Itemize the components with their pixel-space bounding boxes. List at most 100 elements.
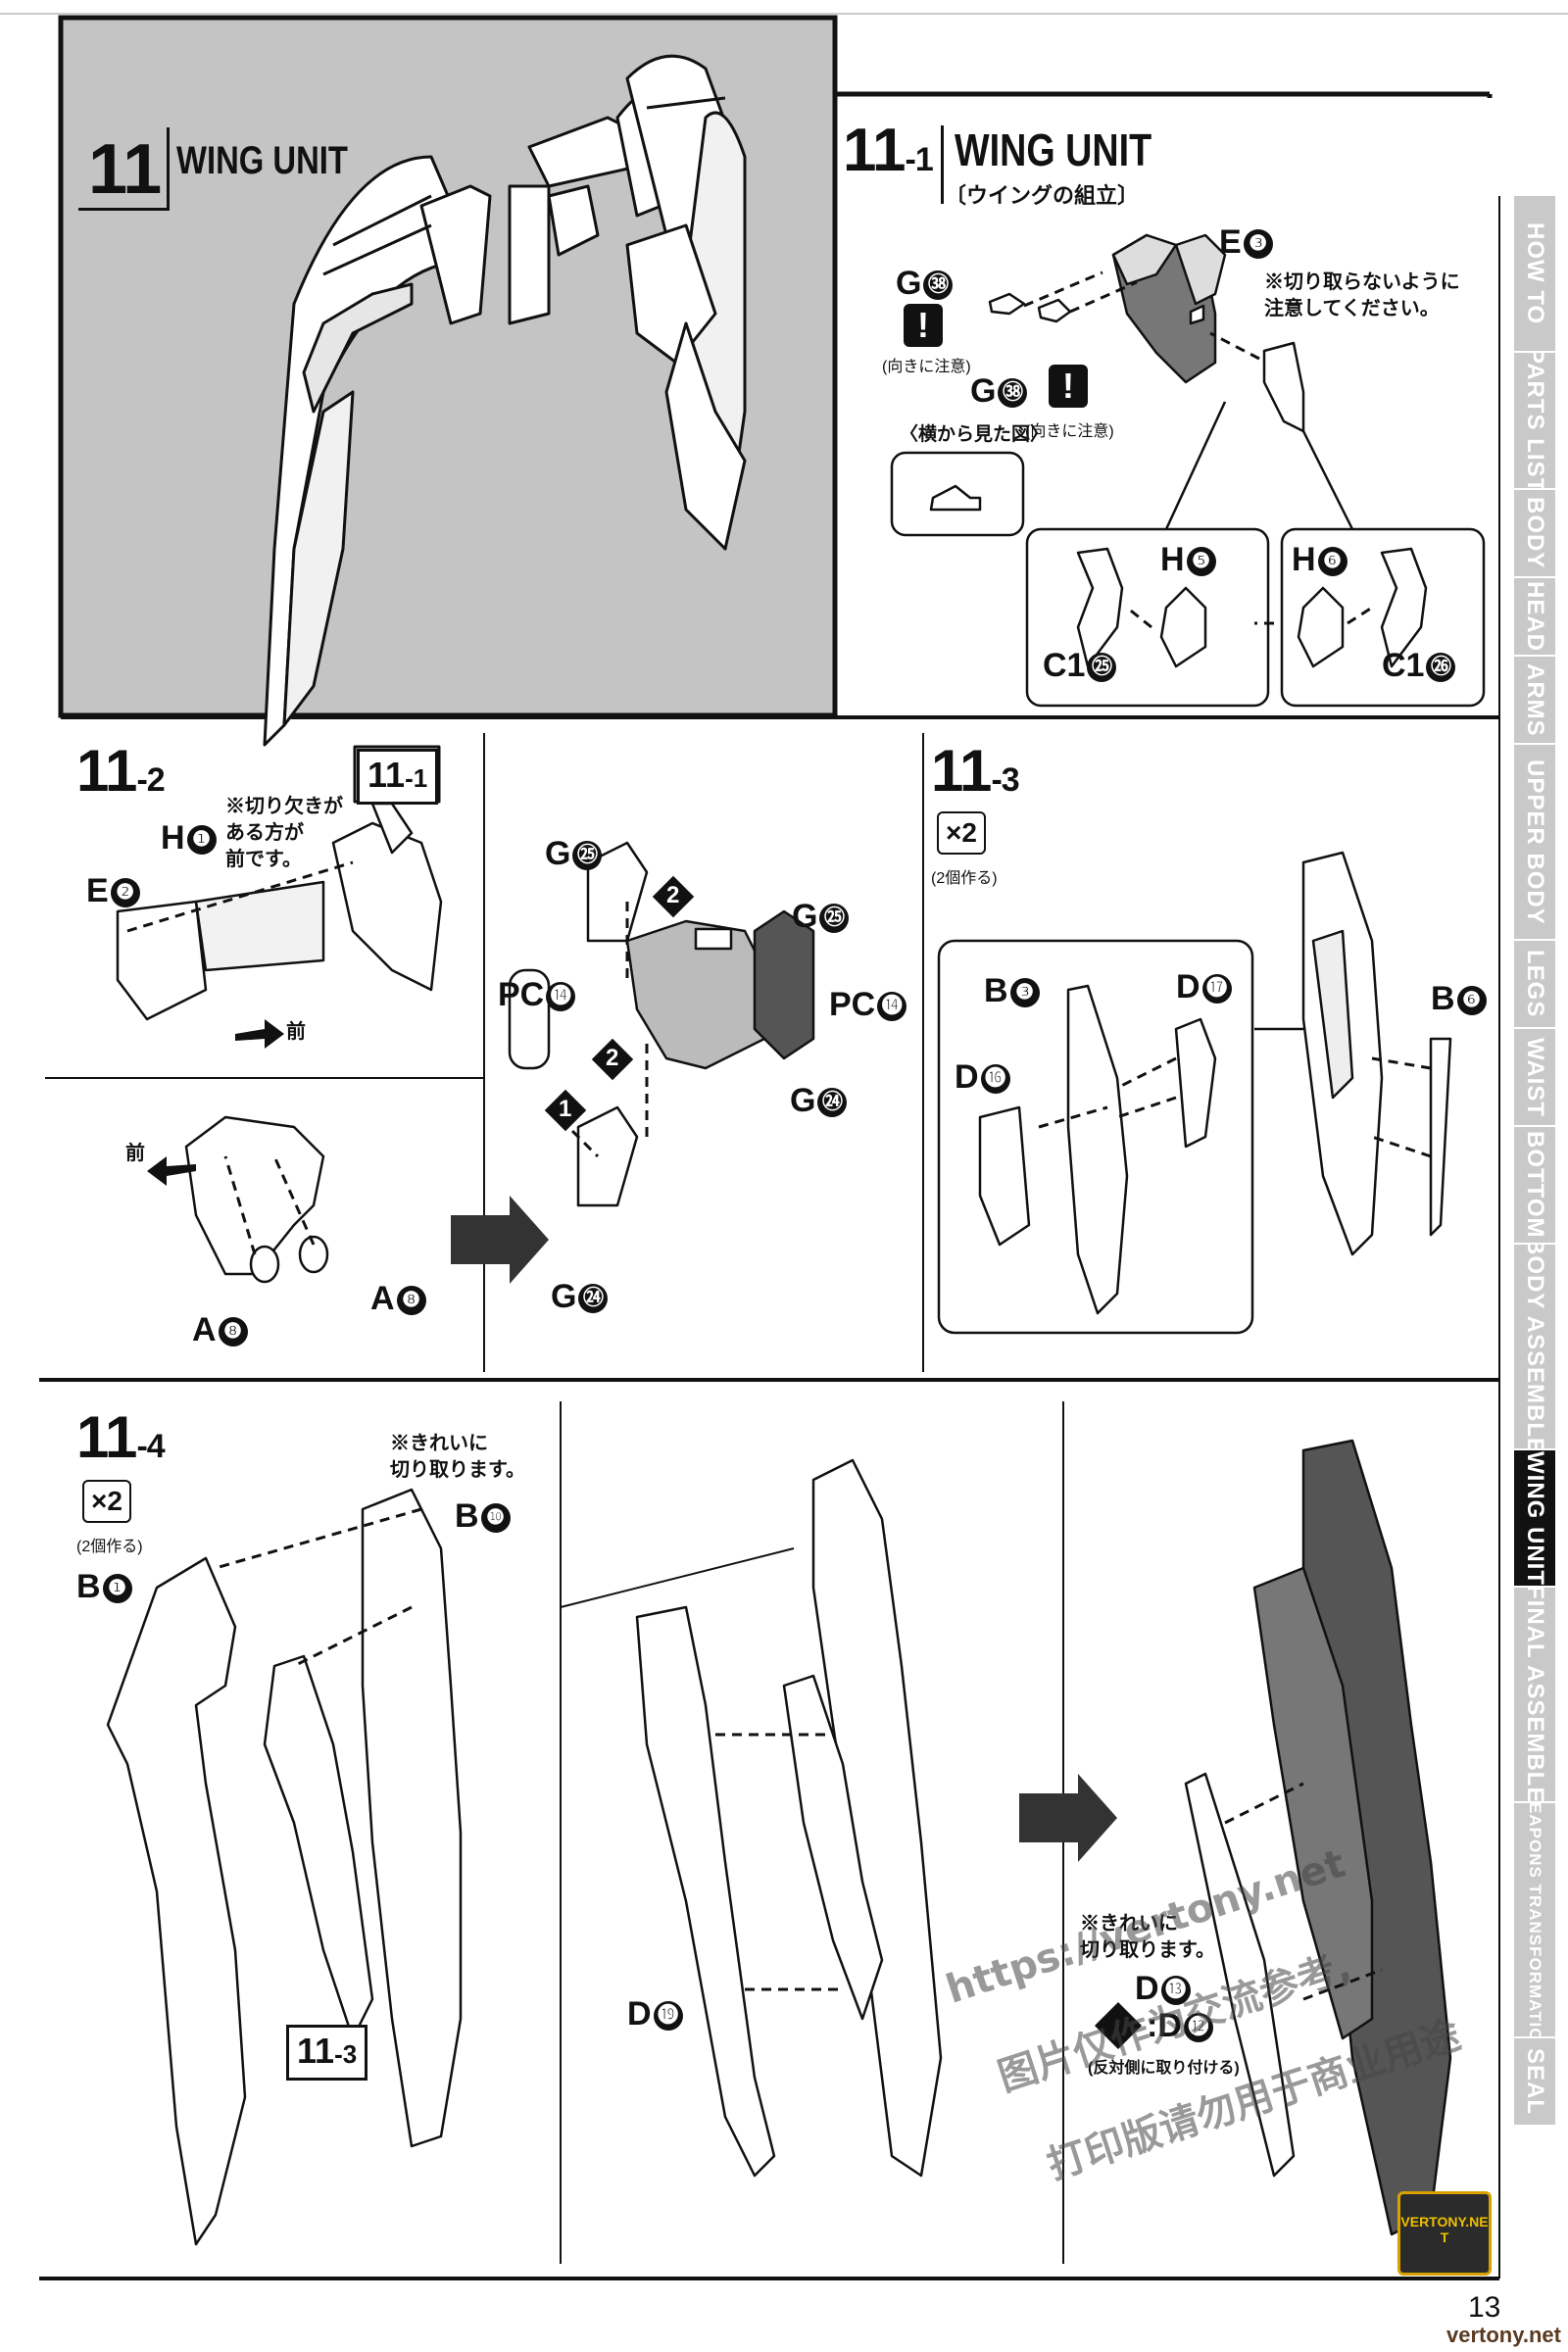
nav-tab-label: LEGS <box>1522 950 1548 1018</box>
page-number: 13 <box>1468 2291 1501 2324</box>
nav-tab-head[interactable]: HEAD <box>1514 578 1555 657</box>
step11-1-arrows <box>1023 270 1373 629</box>
caution-label-a: (向きに注意) <box>882 359 971 375</box>
nav-tab-body[interactable]: BODY <box>1514 490 1555 578</box>
order-marker-2a-text: 2 <box>666 882 680 908</box>
step11-1-num-suffix: -1 <box>905 141 934 178</box>
vertony-logo-text: VERTONY.NET <box>1400 2214 1489 2245</box>
multiplier-badge-11-4: ×2 <box>82 1480 131 1523</box>
side-view-label: 〈横から見た図〉 <box>900 424 1050 445</box>
step11-3-arrows <box>1038 1056 1432 1158</box>
front-label-a: 前 <box>286 1021 306 1043</box>
caution-icon-b: ! <box>1049 365 1088 408</box>
site-stamp: vertony.net <box>1446 2323 1561 2347</box>
nav-tab-label: WEAPONS TRANSFORMATION <box>1526 1803 1544 2038</box>
nav-tab-final-assemble[interactable]: FINAL ASSEMBLE <box>1514 1588 1555 1803</box>
make-two-label-11-3: (2個作る) <box>931 870 998 887</box>
nav-tab-upper-body[interactable]: UPPER BODY <box>1514 745 1555 941</box>
vertony-logo: VERTONY.NET <box>1397 2191 1492 2276</box>
step11-1-num-main: 11 <box>843 117 906 184</box>
nav-tab-waist[interactable]: WAIST <box>1514 1029 1555 1127</box>
nav-tab-label: BODY <box>1522 497 1548 569</box>
step11-title: WING UNIT <box>176 139 348 182</box>
step11-2-ref-box: 11-1 <box>357 749 439 805</box>
nav-tab-label: PARTS LIST <box>1522 353 1548 490</box>
step11-2-number: 11-2 <box>76 738 166 804</box>
step11-3-number: 11-3 <box>931 738 1020 804</box>
multiplier-badge-11-3: ×2 <box>937 811 986 855</box>
note-cut-cleanly: ※きれいに 切り取ります。 <box>390 1433 525 1481</box>
order-marker-2b-text: 2 <box>606 1045 619 1071</box>
nav-tab-label: SEAL <box>1522 2047 1548 2115</box>
note-notch-front: ※切り欠きが ある方が 前です。 <box>225 796 343 870</box>
step11-4-number: 11-4 <box>76 1404 166 1470</box>
nav-tab-label: WAIST <box>1522 1037 1548 1117</box>
big-arrow-11-2 <box>451 1196 549 1284</box>
wing-unit-illustration <box>263 54 747 747</box>
caution-label-b: (向きに注意) <box>1025 423 1114 440</box>
nav-tab-label: WING UNIT <box>1522 1450 1548 1586</box>
front-arrow-11-2b <box>147 1156 196 1186</box>
step11-2-illustration <box>116 745 815 1284</box>
front-arrow-11-2 <box>235 1019 284 1049</box>
step11-4-illustration <box>106 1439 1452 2246</box>
make-two-label-11-4: (2個作る) <box>76 1539 143 1555</box>
section-nav: HOW TO PARTS LIST BODY HEAD ARMS UPPER BODY LE… <box>1514 196 1555 2274</box>
nav-tab-label: HOW TO <box>1522 221 1548 325</box>
step11-1-title: WING UNIT <box>955 124 1152 175</box>
nav-tab-label: UPPER BODY <box>1522 759 1548 925</box>
nav-tab-label: ARMS <box>1522 662 1548 737</box>
nav-tab-parts-list[interactable]: PARTS LIST <box>1514 353 1555 490</box>
note-do-not-cut: ※切り取らないように 注意してください。 <box>1264 271 1460 319</box>
note-cut-cleanly-2: ※きれいに 切り取ります。 <box>1080 1913 1215 1961</box>
front-label-b: 前 <box>125 1143 145 1164</box>
nav-tab-wing-unit[interactable]: WING UNIT <box>1514 1450 1555 1588</box>
nav-tab-label: BOTTOM <box>1522 1131 1548 1239</box>
nav-tab-how-to[interactable]: HOW TO <box>1514 196 1555 353</box>
caution-icon-a: ! <box>904 304 943 347</box>
step11-number-block <box>78 127 170 211</box>
nav-tab-label: BODY ASSEMBLE <box>1522 1245 1548 1450</box>
step11-1-number: 11-1 <box>843 116 934 185</box>
nav-tab-label: FINAL ASSEMBLE <box>1522 1588 1548 1803</box>
nav-tab-arms[interactable]: ARMS <box>1514 657 1555 745</box>
step11-3-illustration <box>937 851 1452 1335</box>
step11-4-arrows <box>215 1507 1383 2001</box>
nav-tab-seal[interactable]: SEAL <box>1514 2038 1555 2127</box>
nav-tab-body-assemble[interactable]: BODY ASSEMBLE <box>1514 1245 1555 1450</box>
big-arrow-11-4 <box>1019 1774 1117 1862</box>
step11-2-arrows <box>126 860 649 1255</box>
nav-tab-label: HEAD <box>1522 580 1548 652</box>
nav-tab-bottom[interactable]: BOTTOM <box>1514 1127 1555 1245</box>
step11-4-ref-box: 11-3 <box>286 2025 368 2081</box>
step11-number: 11 <box>88 130 162 209</box>
nav-tab-legs[interactable]: LEGS <box>1514 941 1555 1029</box>
nav-tab-weapons-transformation[interactable]: WEAPONS TRANSFORMATION <box>1514 1803 1555 2038</box>
reverse-side-label: (反対側に取り付ける) <box>1088 2060 1240 2077</box>
